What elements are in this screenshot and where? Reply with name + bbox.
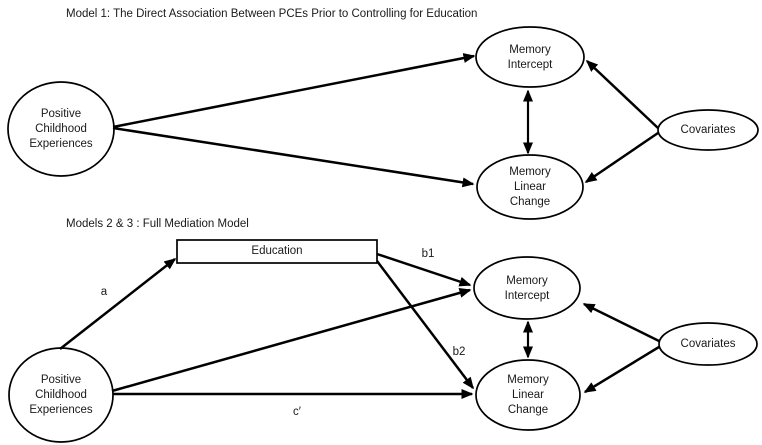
model1-memory-linear-change-label-line3: Change <box>510 196 550 208</box>
model2-arrow-covariates-to-memory-linear-change <box>583 345 660 394</box>
model1-memory-intercept-label-line1: Memory <box>509 44 551 56</box>
model2-memory-intercept-label-line1: Memory <box>506 275 548 287</box>
model1-arrow-covariates-to-memory-linear-change <box>584 131 659 184</box>
model2-path-label-b1: b1 <box>422 248 435 260</box>
model2-memory-linear-change-label-line1: Memory <box>507 374 549 386</box>
model2-covariates-label: Covariates <box>681 338 736 350</box>
model1-memory-linear-change-label-line2: Linear <box>514 181 546 193</box>
model2-memory-intercept-ellipse <box>473 256 581 320</box>
model2-path-label-b2: b2 <box>453 346 466 358</box>
model2-arrow-pce-to-memory-intercept <box>111 288 472 393</box>
model1-pce-label-line2: Childhood <box>35 123 87 135</box>
model1-memory-intercept-ellipse <box>475 26 585 88</box>
model2-memory-linear-change-label-line2: Linear <box>512 389 544 401</box>
model1-pce-label-line1: Positive <box>41 108 81 120</box>
model1-memory-intercept-label-line2: Intercept <box>508 59 554 71</box>
model2-pce-label-line3: Experiences <box>29 404 93 416</box>
model1-memory-linear-change-ellipse <box>476 154 584 220</box>
model1-pce-label-line3: Experiences <box>29 138 93 150</box>
model2-memory-linear-change-ellipse <box>475 359 581 431</box>
model1-covariates-ellipse <box>657 109 759 151</box>
model2-covariates-ellipse <box>658 322 758 366</box>
model2-pce-label-line1: Positive <box>41 374 81 386</box>
model2-pce-label-line2: Childhood <box>35 389 87 401</box>
model2-arrow-b2-education-to-memory-linear-change <box>376 260 474 390</box>
model2-arrow-b1-education-to-memory-intercept <box>376 252 472 287</box>
model2-title: Models 2 & 3 : Full Mediation Model <box>66 218 249 230</box>
model2-education-rect <box>176 239 378 264</box>
model1-title: Model 1: The Direct Association Between … <box>66 8 477 20</box>
model2-education-label: Education <box>251 245 302 257</box>
model2-path-label-c-prime: c′ <box>293 406 301 418</box>
model2-arrow-a-pce-to-education <box>59 258 177 350</box>
model1-covariates-label: Covariates <box>681 124 736 136</box>
model1-memory-linear-change-label-line1: Memory <box>509 166 551 178</box>
model2-path-label-a: a <box>101 286 108 298</box>
model2-memory-linear-change-label-line3: Change <box>508 404 548 416</box>
model1-arrow-pce-to-memory-linear-change <box>112 126 475 188</box>
model2-arrow-covariates-to-memory-intercept <box>582 302 660 343</box>
model1-arrow-covariates-to-memory-intercept <box>585 59 659 129</box>
model1-arrow-pce-to-memory-intercept <box>112 53 476 129</box>
model2-memory-intercept-label-line2: Intercept <box>505 290 551 302</box>
